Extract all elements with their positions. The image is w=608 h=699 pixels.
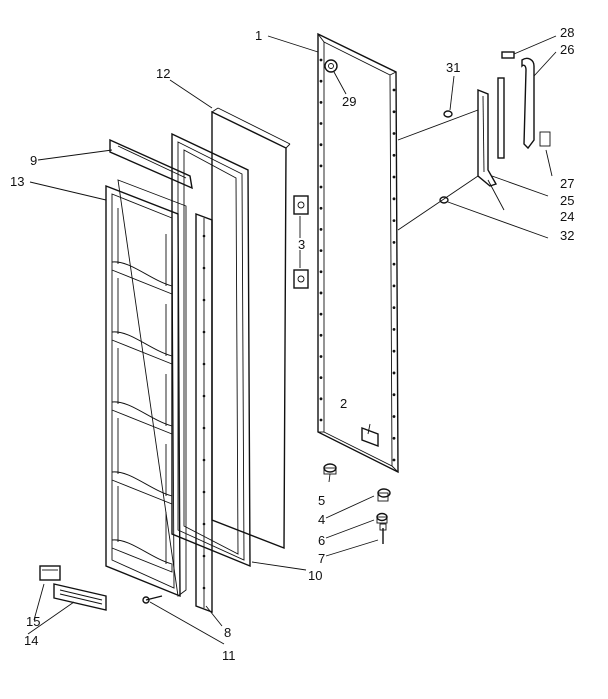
panel-screw-hole <box>392 240 396 244</box>
shelf-side <box>117 348 167 426</box>
callout-26: 26 <box>560 42 574 57</box>
panel-screw-hole <box>319 312 323 316</box>
panel-screw-hole <box>319 270 323 274</box>
panel-screw-hole <box>392 262 396 266</box>
strip-screw-hole <box>202 298 206 302</box>
panel-screw-hole <box>392 436 396 440</box>
door-shelf <box>111 331 173 365</box>
door-shelf <box>111 401 173 435</box>
panel-screw-hole <box>319 122 323 125</box>
strip-screw-hole <box>202 522 206 526</box>
panel-screw-hole <box>392 371 396 375</box>
panel-screw-hole <box>319 185 323 189</box>
panel-screw-hole <box>392 349 396 353</box>
callout-3: 3 <box>298 237 305 252</box>
shelf-side <box>117 208 167 286</box>
callout-2: 2 <box>340 396 347 411</box>
strip-screw <box>142 595 163 604</box>
strip-screw-hole <box>202 330 206 334</box>
panel-screw-hole <box>392 415 396 418</box>
callout-10: 10 <box>308 568 322 583</box>
insulation-panel <box>211 107 291 550</box>
outer-door-panel <box>317 32 399 474</box>
panel-screw-hole <box>319 100 323 104</box>
door-shelf <box>111 471 173 505</box>
panel-screw-hole <box>392 458 396 462</box>
panel-screw-hole <box>392 328 396 331</box>
callout-31: 31 <box>446 60 460 75</box>
panel-screw-hole <box>392 153 396 157</box>
callout-13: 13 <box>10 174 24 189</box>
strip-screw-hole <box>202 266 206 270</box>
panel-screw-hole <box>319 206 323 210</box>
callout-24: 24 <box>560 209 574 224</box>
callout-7: 7 <box>318 551 325 566</box>
callout-15: 15 <box>26 614 40 629</box>
callout-1: 1 <box>255 28 262 43</box>
callout-14: 14 <box>24 633 38 648</box>
callout-9: 9 <box>30 153 37 168</box>
strip-screw-hole <box>202 490 206 494</box>
panel-screw-hole <box>319 58 323 62</box>
callout-25: 25 <box>560 193 574 208</box>
panel-screw-hole <box>319 228 323 231</box>
callout-8: 8 <box>224 625 231 640</box>
panel-screw-hole <box>319 291 323 295</box>
panel-screw-hole <box>392 393 396 397</box>
door-gasket-frame <box>171 132 251 568</box>
door-shelf <box>111 261 173 295</box>
panel-screw-hole <box>392 110 396 114</box>
callout-11: 11 <box>222 648 236 663</box>
bottom-hinge-hardware <box>323 463 391 544</box>
panel-screw-hole <box>392 197 396 201</box>
panel-screw-hole <box>392 219 396 222</box>
callout-12: 12 <box>156 66 170 81</box>
strip-screw-hole <box>202 362 206 366</box>
panel-screw-hole <box>319 397 323 401</box>
strip-screw-hole <box>202 394 206 398</box>
door-shelf <box>111 539 173 573</box>
door-top-cap <box>109 138 193 190</box>
callout-27: 27 <box>560 176 574 191</box>
shelf-side <box>117 486 167 564</box>
strip-screw-hole <box>202 426 206 430</box>
strip-screw-hole <box>202 234 206 238</box>
callout-4: 4 <box>318 512 325 527</box>
panel-screw-hole <box>392 132 396 135</box>
callout-28: 28 <box>560 25 574 40</box>
top-hinge-bushing <box>324 59 338 73</box>
panel-screw-hole <box>319 79 323 83</box>
breaker-strip <box>195 212 213 614</box>
callout-5: 5 <box>318 493 325 508</box>
callouts: 1 2 3 4 5 6 7 8 9 10 11 12 13 14 15 24 <box>10 25 574 663</box>
callout-29: 29 <box>342 94 356 109</box>
panel-screw-hole <box>319 355 323 358</box>
strip-screw-hole <box>202 586 206 590</box>
strip-screw-hole <box>202 554 206 558</box>
panel-screw-hole <box>392 306 396 310</box>
panel-screw-hole <box>319 164 323 168</box>
panel-screw-hole <box>319 249 323 252</box>
panel-screw-hole <box>392 284 396 288</box>
shelf-side <box>117 278 167 356</box>
hinge-plates <box>293 195 309 289</box>
callout-32: 32 <box>560 228 574 243</box>
shelf-side <box>117 418 167 496</box>
toe-grille-parts <box>39 565 107 611</box>
bottom-hinge-bracket <box>361 426 379 448</box>
callout-6: 6 <box>318 533 325 548</box>
panel-screw-hole <box>319 143 323 147</box>
panel-screw-hole <box>319 418 323 422</box>
inner-door-liner <box>105 179 187 598</box>
panel-screw-hole <box>392 88 396 92</box>
panel-screw-hole <box>319 376 323 380</box>
panel-screw-hole <box>319 333 323 337</box>
panel-screw-hole <box>392 175 396 179</box>
strip-screw-hole <box>202 458 206 462</box>
